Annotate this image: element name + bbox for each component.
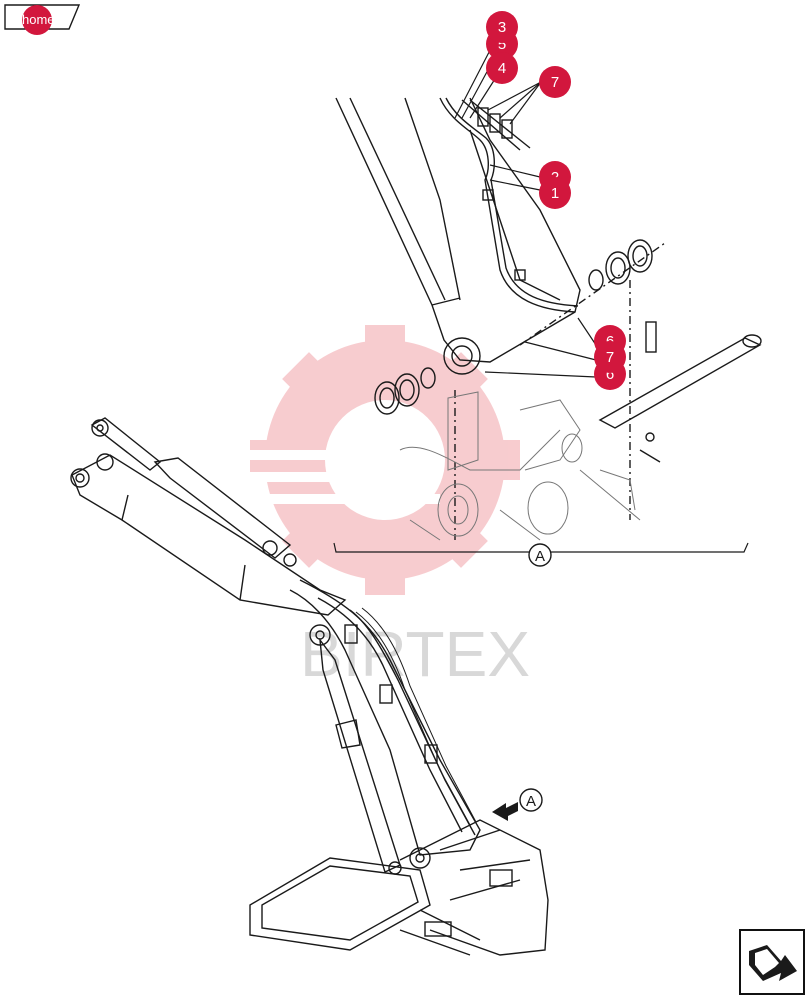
callout-leaders <box>454 26 597 378</box>
callout-5[interactable]: 3 <box>486 11 518 43</box>
svg-text:A: A <box>526 793 536 810</box>
callout-1[interactable]: 1 <box>539 177 571 209</box>
svg-text:7: 7 <box>606 349 614 366</box>
svg-text:3: 3 <box>498 19 506 36</box>
watermark-text: BIRTEX <box>300 618 530 690</box>
callout-7-upper[interactable]: 7 <box>539 66 571 98</box>
svg-text:4: 4 <box>498 60 506 77</box>
svg-text:5: 5 <box>498 36 506 53</box>
svg-text:A: A <box>535 548 545 565</box>
callout-4[interactable]: 4 <box>486 52 518 84</box>
home-label: home <box>22 5 52 35</box>
next-page-arrow-icon <box>749 945 797 981</box>
excavator-boom-arm <box>70 417 549 956</box>
svg-text:7: 7 <box>551 74 559 91</box>
view-arrow-a: A <box>492 788 543 821</box>
svg-text:6: 6 <box>606 366 614 383</box>
watermark-gear-logo <box>240 325 520 595</box>
home-button[interactable]: home <box>4 4 80 35</box>
callout-7-lower[interactable]: 7 <box>594 341 626 373</box>
next-page-button[interactable] <box>739 929 805 995</box>
detail-view-label: A <box>528 543 552 567</box>
svg-text:1: 1 <box>551 185 559 202</box>
detail-view-a <box>333 97 762 553</box>
